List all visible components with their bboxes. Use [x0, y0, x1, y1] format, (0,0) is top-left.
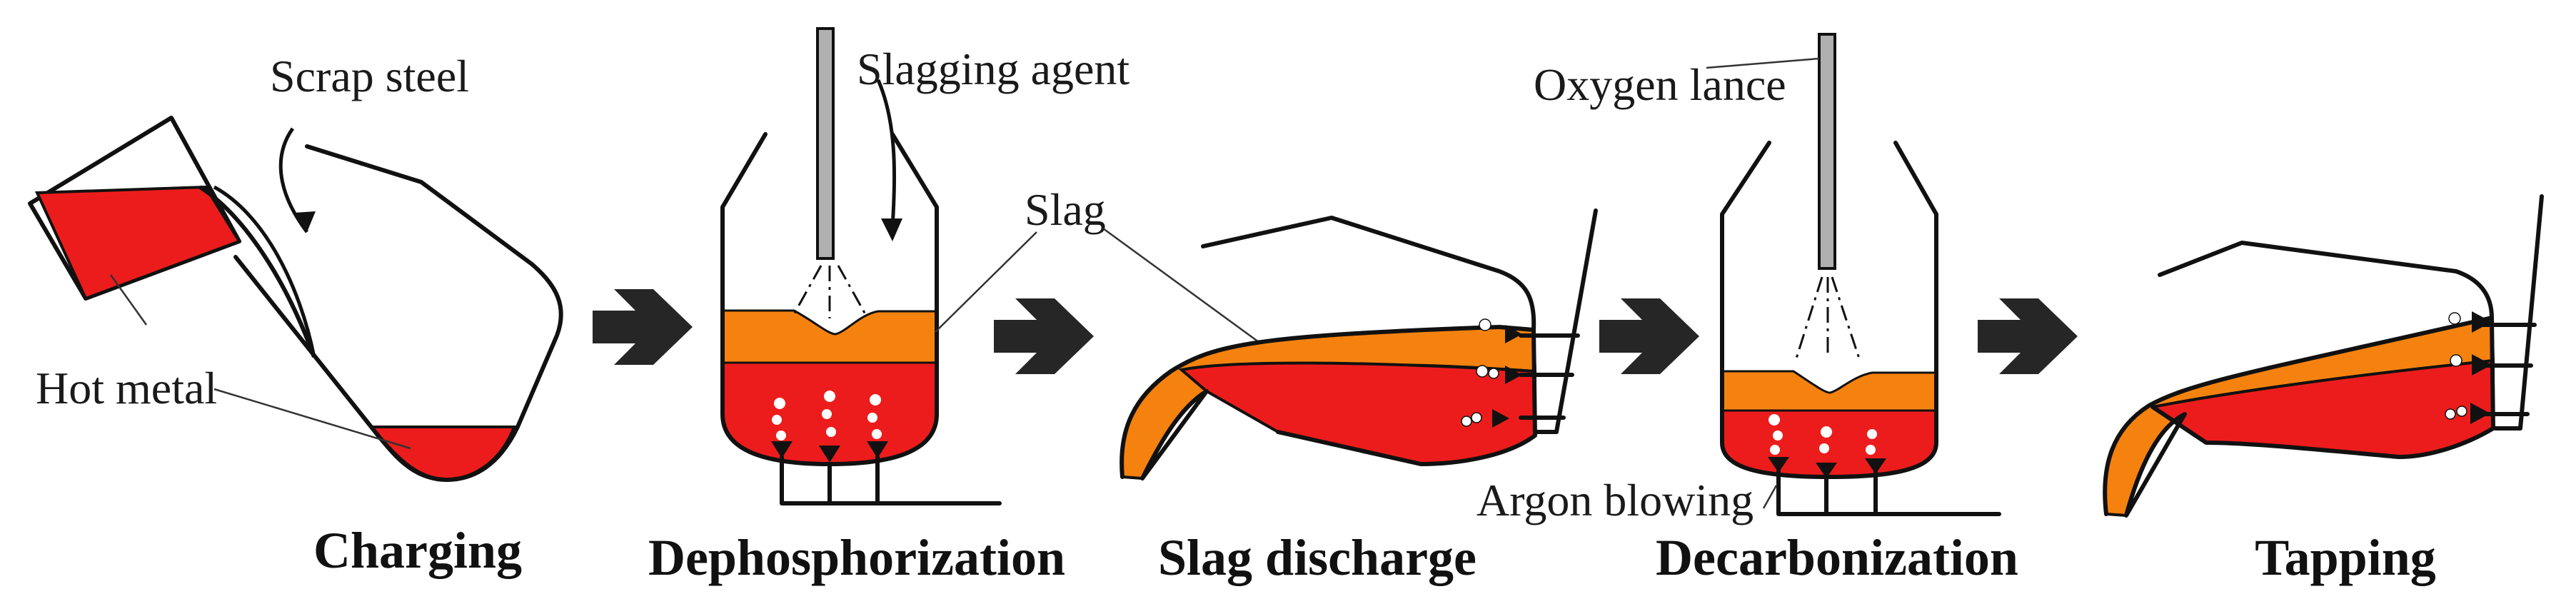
- hot-metal-label: Hot metal: [36, 363, 217, 413]
- process-arrow-3: [1599, 298, 1699, 374]
- process-arrow-2: [994, 298, 1094, 374]
- argon-blowing-label: Argon blowing: [1476, 475, 1754, 525]
- dephos-lance: [816, 27, 835, 260]
- discharge-tuyere-arrows: [1492, 325, 1522, 428]
- stage-title-slag-discharge: Slag discharge: [1158, 529, 1476, 586]
- argon-blowing-leader: [1762, 485, 1778, 509]
- hot-metal-leader-ladle: [109, 274, 148, 326]
- tapping-tuyere-line: [2493, 194, 2544, 431]
- decarb-gas-pipes: [1776, 469, 2001, 516]
- slag-label: Slag: [1025, 184, 1106, 235]
- slagging-agent-arrow: [876, 79, 897, 228]
- tapping-stage: Tapping: [2103, 194, 2544, 586]
- discharge-converter: [1120, 325, 1537, 480]
- stage-title-tapping: Tapping: [2255, 529, 2436, 586]
- stage-title-charging: Charging: [313, 522, 522, 579]
- tapping-converter: [2103, 316, 2495, 518]
- discharge-tuyere-line: [1534, 208, 1598, 434]
- charging-stage: Scrap steel Hot metal Charging: [28, 51, 563, 579]
- scrap-charging-arrow: [278, 127, 309, 233]
- stage-title-decarbonization: Decarbonization: [1656, 529, 2018, 586]
- slag-leader-dephos: [935, 231, 1037, 333]
- tapping-tuyere-arrows: [2470, 311, 2492, 424]
- scrap-steel-label: Scrap steel: [270, 51, 469, 101]
- slag-leader-discharge: [1102, 227, 1270, 351]
- oxygen-lance-leader: [1706, 57, 1820, 69]
- process-arrow-4: [1978, 298, 2078, 374]
- decarb-tuyere-arrows: [1768, 457, 1886, 478]
- dephos-tuyere-arrows: [771, 441, 888, 463]
- hot-metal-leader-converter: [213, 388, 411, 450]
- decarb-argon-bubbles: [1769, 414, 1877, 455]
- dephos-slag: [721, 309, 938, 364]
- dephosphorization-stage: Slagging agent Slag Dephosphorization: [648, 27, 1270, 586]
- ladle-hot-metal: [34, 185, 241, 301]
- decarb-converter: [1720, 141, 1938, 479]
- decarbonization-stage: Oxygen lance Argon blowing Decarbonizati…: [1476, 33, 2018, 586]
- discharge-argon-bubbles: [1461, 318, 1499, 427]
- process-arrow-1: [593, 289, 693, 365]
- oxygen-lance-label: Oxygen lance: [1534, 59, 1786, 110]
- decarb-oxygen-lance: [1818, 33, 1836, 270]
- slag-discharge-stage: Slag discharge: [1120, 208, 1598, 586]
- tapping-argon-bubbles: [2445, 312, 2467, 420]
- hot-metal-ladle: [28, 116, 316, 358]
- dephos-argon-bubbles: [772, 391, 882, 441]
- charging-converter: [233, 144, 563, 482]
- decarb-slag: [1721, 370, 1938, 412]
- slagging-agent-label: Slagging agent: [857, 44, 1129, 94]
- stage-title-dephosphorization: Dephosphorization: [648, 529, 1065, 586]
- dephos-gas-pipes: [780, 455, 1002, 505]
